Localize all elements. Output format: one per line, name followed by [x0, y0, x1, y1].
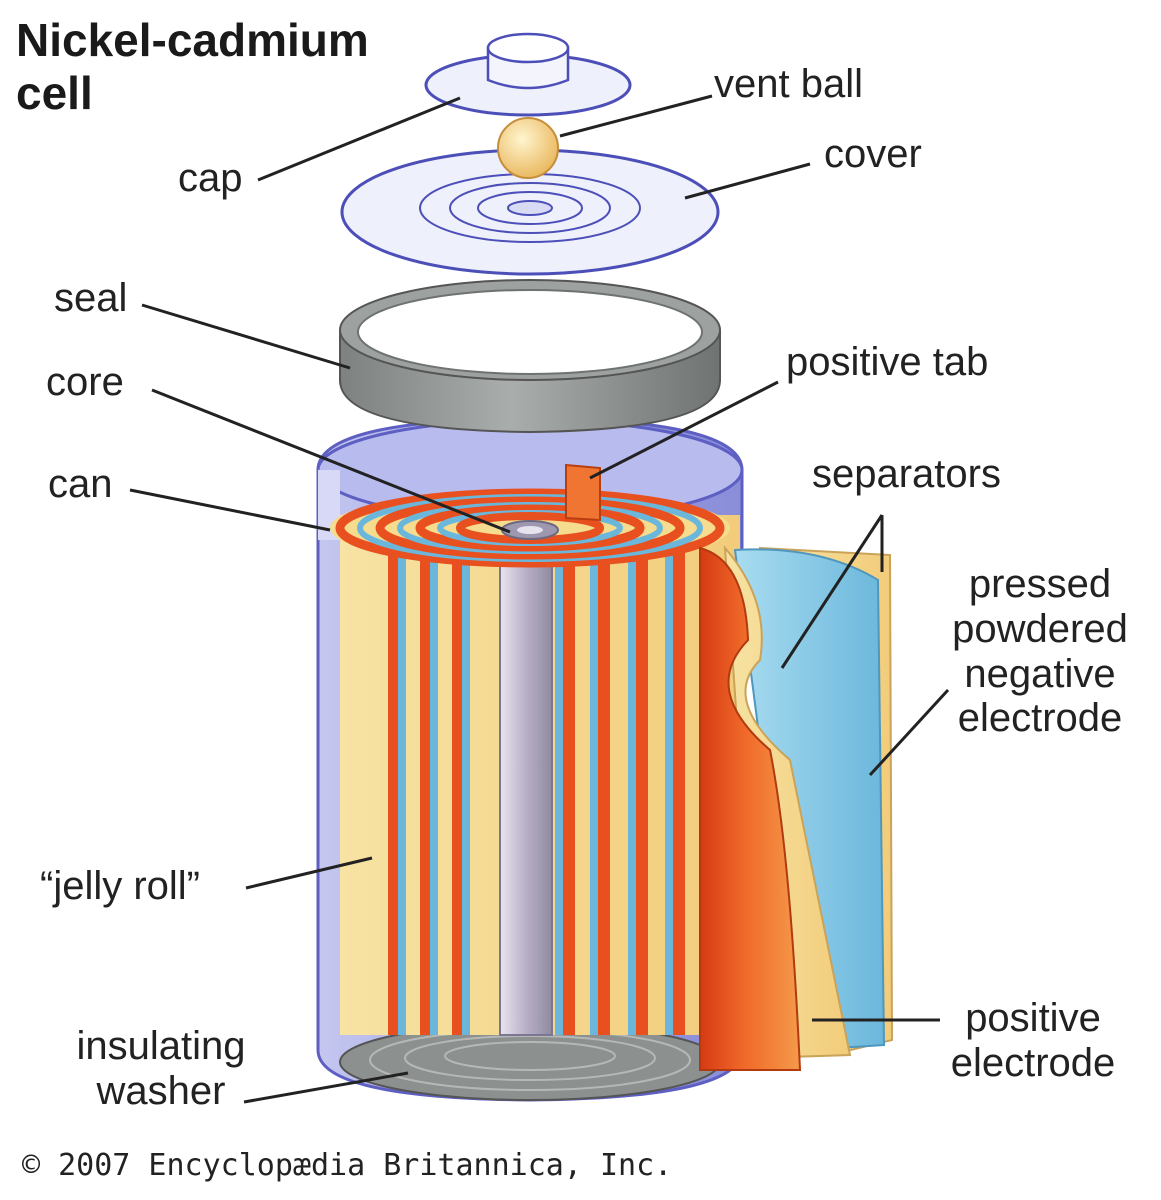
leader-cover — [684, 162, 811, 200]
leader-seal — [141, 303, 351, 370]
label-cap: cap — [178, 156, 243, 200]
leader-vent-ball — [559, 94, 713, 138]
label-negative-electrode-line-1: pressed — [968, 562, 1112, 606]
leader-cap — [257, 96, 461, 182]
leader-separators-1 — [780, 514, 884, 669]
label-positive-electrode-line-2: electrode — [950, 1040, 1116, 1085]
label-insulating-washer-line-1: insulating — [76, 1024, 246, 1068]
label-negative-electrode-line-3: negative — [964, 651, 1116, 696]
label-positive-tab: positive tab — [786, 340, 989, 384]
leader-negative-electrode — [868, 688, 950, 777]
label-negative-electrode-line-2: powdered — [952, 606, 1128, 651]
label-core: core — [46, 360, 124, 404]
seal — [339, 279, 721, 434]
label-positive-electrode-line-1: positive — [965, 996, 1101, 1040]
leader-positive-tab — [589, 380, 779, 480]
label-insulating-washer: insulating washer — [56, 1024, 266, 1114]
label-negative-electrode: pressed powdered negative electrode — [934, 562, 1146, 741]
leader-lines — [129, 94, 950, 1104]
leader-insulating-washer — [243, 1071, 409, 1104]
unrolled-layers — [699, 545, 894, 1071]
positive-tab — [565, 463, 601, 522]
copyright-notice: © 2007 Encyclopædia Britannica, Inc. — [22, 1148, 673, 1183]
label-seal: seal — [54, 276, 128, 320]
leader-core — [151, 388, 511, 534]
diagram-title: Nickel-cadmium cell — [16, 14, 369, 121]
label-jelly-roll: “jelly roll” — [40, 864, 200, 908]
vent-ball — [497, 117, 559, 179]
label-vent-ball: vent ball — [714, 62, 863, 106]
label-insulating-washer-line-2: washer — [96, 1068, 226, 1113]
leader-jelly-roll — [245, 856, 373, 890]
label-negative-electrode-line-4: electrode — [957, 696, 1123, 741]
cap — [424, 32, 632, 117]
label-can: can — [48, 462, 113, 506]
title-line-2: cell — [16, 67, 93, 120]
leader-can — [129, 488, 331, 532]
title-line-1: Nickel-cadmium — [16, 14, 369, 66]
jelly-roll — [330, 488, 740, 1036]
label-separators: separators — [812, 452, 1001, 496]
label-positive-electrode: positive electrode — [930, 996, 1136, 1086]
label-cover: cover — [824, 132, 922, 176]
